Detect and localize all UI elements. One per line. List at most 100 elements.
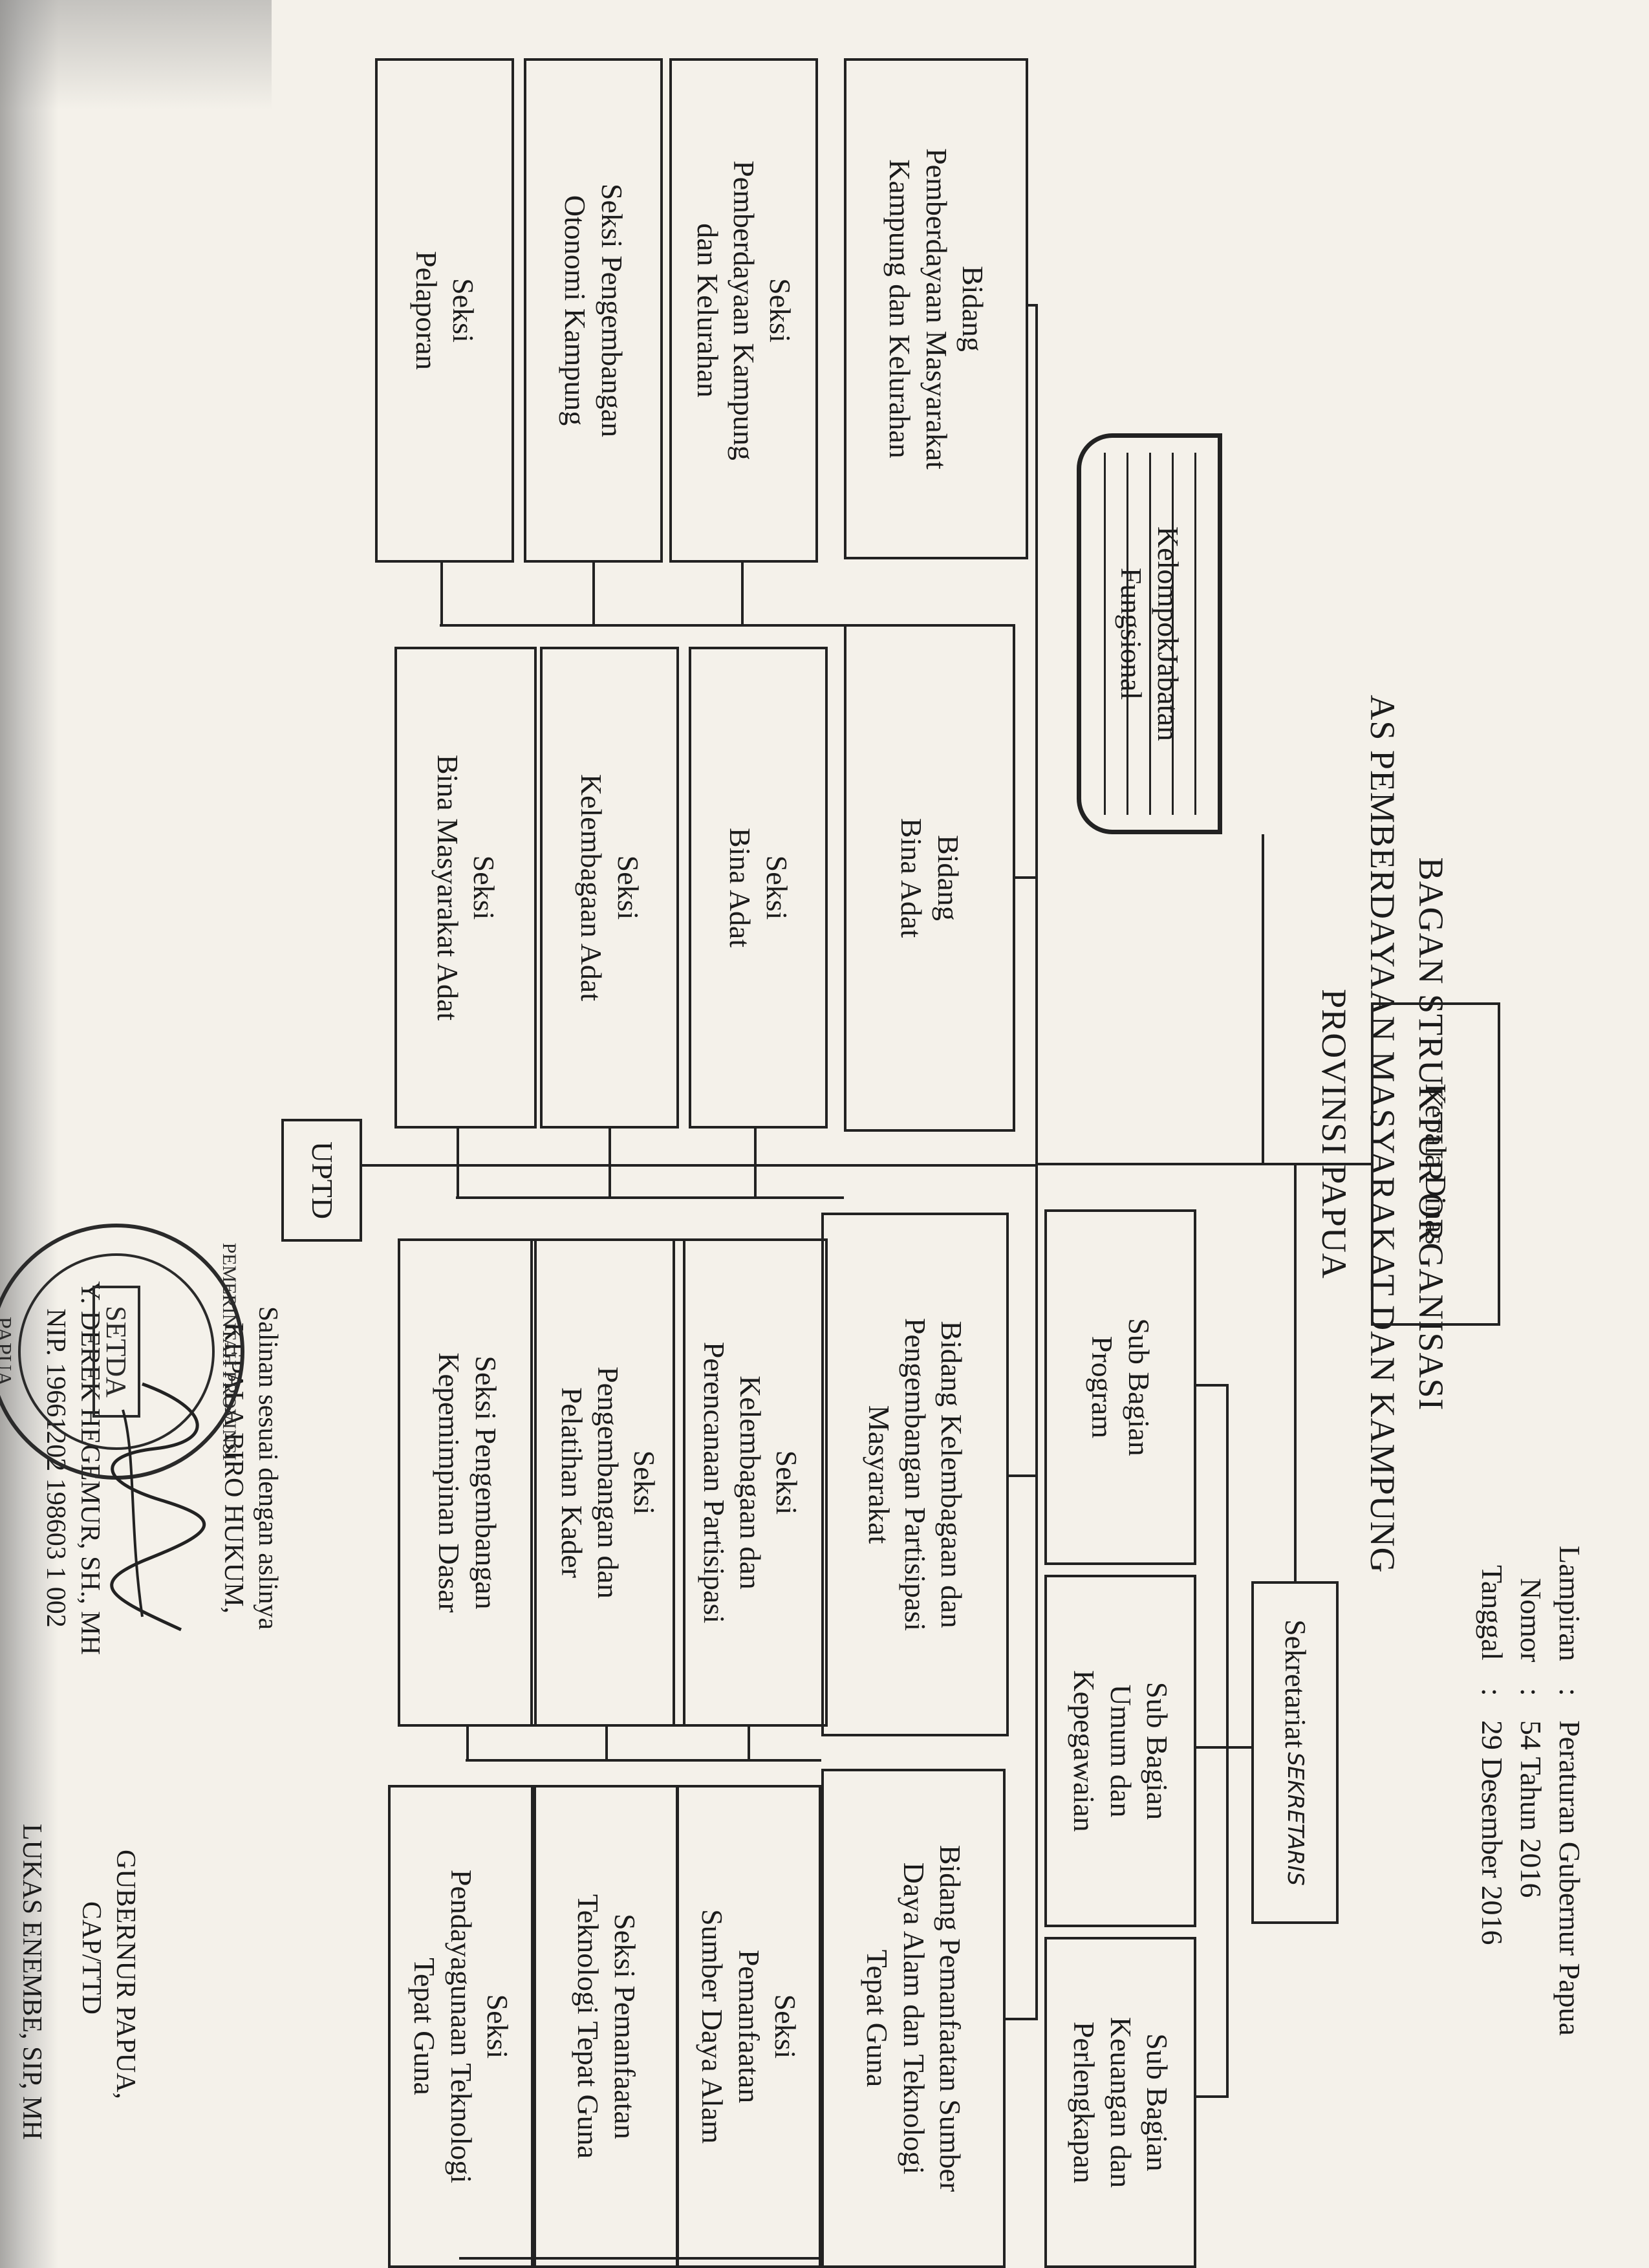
line-sek-to-bar [1229,1746,1251,1749]
bidang-bina-adat-line-1: Bidang [931,835,965,921]
seksi-pmk-3-line-2: Pelaporan [410,251,444,370]
bidang-pemanfaatan-line-3: Tepat Guna [861,1949,894,2088]
bidang-kelembagaan-line-3: Masyarakat [862,1405,896,1544]
seksi-pem-2-line-1: Seksi Pemanfaatan [608,1914,641,2139]
seksi-bina-adat-box: Seksi Bina Adat [689,647,828,1129]
seksi-pem-3-line-3: Tepat Guna [408,1958,442,2095]
seksi-adat-1-line-2: Bina Adat [724,827,757,948]
bidang-pemanfaatan-line-1: Bidang Pemanfaatan Sumber [933,1844,967,2192]
sub-bagian-umum-line-3: Kepegawaian [1068,1670,1101,1832]
bidang-pmk-box: Bidang Pemberdayaan Masyarakat Kampung d… [844,58,1028,559]
bidang-kelembagaan-line-2: Pengembangan Partisipasi [899,1317,932,1632]
sig-right-line-2: CAP/TTD [76,1901,107,2015]
bidang-pemanfaatan-line-2: Daya Alam dan Teknologi [897,1862,931,2175]
seksi-pelaporan-box: Seksi Pelaporan [375,58,514,563]
sekretariat-label: Sekretariat [1278,1619,1312,1749]
line-to-uptd [362,1164,1038,1167]
sub-bagian-program-line-2: Program [1086,1335,1119,1439]
seksi-kel-1-line-3: Perencanaan Partisipasi [697,1341,731,1624]
seksi-otonomi-kampung-box: Seksi Pengembangan Otonomi Kampung [524,58,663,563]
tanggal-value: 29 Desember 2016 [1476,1720,1509,1945]
line-sub-2 [1196,1746,1229,1749]
nomor-label: Nomor [1514,1578,1547,1663]
uptd-box: UPTD [281,1119,362,1242]
sub-bagian-umum-line-1: Sub Bagian [1140,1681,1174,1820]
sekretariat-handwritten: SEKRETARIS [1282,1752,1309,1886]
line-bidang-3 [1009,1474,1038,1477]
lampiran-sep: : [1553,1688,1586,1696]
line-bidang-2 [1015,876,1038,879]
kepala-dinas-label: Kepala Dinas [1419,1083,1453,1245]
seksi-kel-2-line-1: Seksi [628,1450,662,1515]
seksi-pemanfaatan-ttg-box: Seksi Pemanfaatan Teknologi Tepat Guna [534,1785,679,2268]
seksi-kel-1-line-2: Kelembagaan dan [734,1376,768,1590]
scan-shadow-left [0,0,58,2268]
line-seksi-col-1 [440,624,844,627]
sig-left-line-1: Salinan sesuai dengan aslinya [253,1306,283,1630]
seksi-pem-1-line-1: Seksi [768,1994,802,2059]
nomor-sep: : [1514,1688,1547,1696]
official-stamp-icon: SETDA PEMERINTAH PROVINSI PAPUA [0,1224,244,1480]
bidang-bina-adat-line-2: Bina Adat [895,817,929,938]
seksi-kepemimpinan-dasar-box: Seksi Pengembangan Kepemimpinan Dasar [398,1238,537,1727]
lampiran-value: Peraturan Gubernur Papua [1553,1720,1586,2036]
kelompok-line-2: Fungsional [1115,567,1148,700]
line-seksi-2-2 [609,1129,611,1196]
bidang-bina-adat-box: Bidang Bina Adat [844,624,1015,1132]
seksi-pelatihan-kader-box: Seksi Pengembangan dan Pelatihan Kader [530,1238,685,1727]
line-seksi-col-4 [459,2257,821,2260]
line-seksi-col-3 [466,1759,821,1762]
line-seksi-2-3 [457,1129,459,1196]
line-seksi-3-3 [466,1727,469,1759]
line-bidang-bar [1035,304,1038,2018]
tanggal-sep: : [1476,1688,1509,1696]
line-bidang-4 [1006,2018,1038,2020]
seksi-bina-masyarakat-adat-box: Seksi Bina Masyarakat Adat [394,647,537,1129]
sub-bagian-program-box: Sub Bagian Program [1044,1209,1196,1565]
line-seksi-col-2 [456,1196,844,1199]
seksi-kel-3-line-2: Kepemimpinan Dasar [433,1352,466,1613]
nomor-value: 54 Tahun 2016 [1514,1720,1547,1898]
seksi-adat-1-line-1: Seksi [760,855,793,920]
bidang-pmk-line-2: Pemberdayaan Masyarakat [920,148,953,470]
bidang-pmk-line-1: Bidang [956,266,989,352]
bidang-pmk-line-3: Kampung dan Kelurahan [883,159,917,459]
seksi-kel-2-line-3: Pelatihan Kader [555,1387,588,1579]
bidang-pemanfaatan-box: Bidang Pemanfaatan Sumber Daya Alam dan … [821,1769,1006,2268]
seksi-adat-3-line-1: Seksi [468,855,501,920]
seksi-pmk-3-line-1: Seksi [446,278,480,343]
sub-bagian-umum-line-2: Umum dan [1104,1684,1137,1818]
line-bidang-1 [1028,304,1038,307]
seksi-kel-1-line-1: Seksi [770,1450,804,1515]
seksi-perencanaan-partisipasi-box: Seksi Kelembagaan dan Perencanaan Partis… [673,1238,828,1727]
sig-right-line-1: GUBERNUR PAPUA, [111,1850,140,2099]
kelompok-line-1: KelompokJabatan [1151,526,1185,742]
sig-right-line-3: LUKAS ENEMBE, SIP, MH [17,1824,47,2140]
tanggal-label: Tanggal [1476,1565,1509,1661]
seksi-pmk-1-line-1: Seksi [764,278,797,343]
line-seksi-3-1 [748,1727,750,1759]
seksi-pem-3-line-2: Pendayagunaan Teknologi [444,1869,478,2184]
seksi-pem-1-line-2: Pemanfaatan [732,1949,766,2104]
kepala-dinas-box: Kepala Dinas [1371,1002,1500,1326]
sub-bagian-keuangan-line-1: Sub Bagian [1140,2033,1174,2172]
line-sub-bagian-bar [1226,1384,1229,2095]
seksi-pemanfaatan-sda-box: Seksi Pemanfaatan Sumber Daya Alam [676,1785,821,2268]
seksi-pmk-2-line-2: Otonomi Kampung [559,195,592,426]
handwritten-signature-icon [110,1382,206,1632]
scan-shadow-top [0,0,272,110]
seksi-pmk-1-line-3: dan Kelurahan [691,223,724,398]
bidang-kelembagaan-line-1: Bidang Kelembagaan dan [935,1321,969,1628]
lampiran-label: Lampiran [1553,1546,1586,1661]
line-seksi-1-3 [440,563,443,624]
seksi-adat-2-line-1: Seksi [611,855,645,920]
seksi-pmk-1-line-2: Pemberdayaan Kampung [727,160,761,460]
seksi-pem-3-line-1: Seksi [480,1994,514,2059]
uptd-label: UPTD [305,1141,339,1220]
line-sub-1 [1196,1384,1229,1387]
seksi-pem-2-line-2: Teknologi Tepat Guna [572,1894,605,2159]
seksi-kel-2-line-2: Pengembangan dan [592,1366,625,1599]
line-sub-3 [1196,2095,1229,2098]
sub-bagian-program-line-1: Sub Bagian [1122,1318,1156,1456]
